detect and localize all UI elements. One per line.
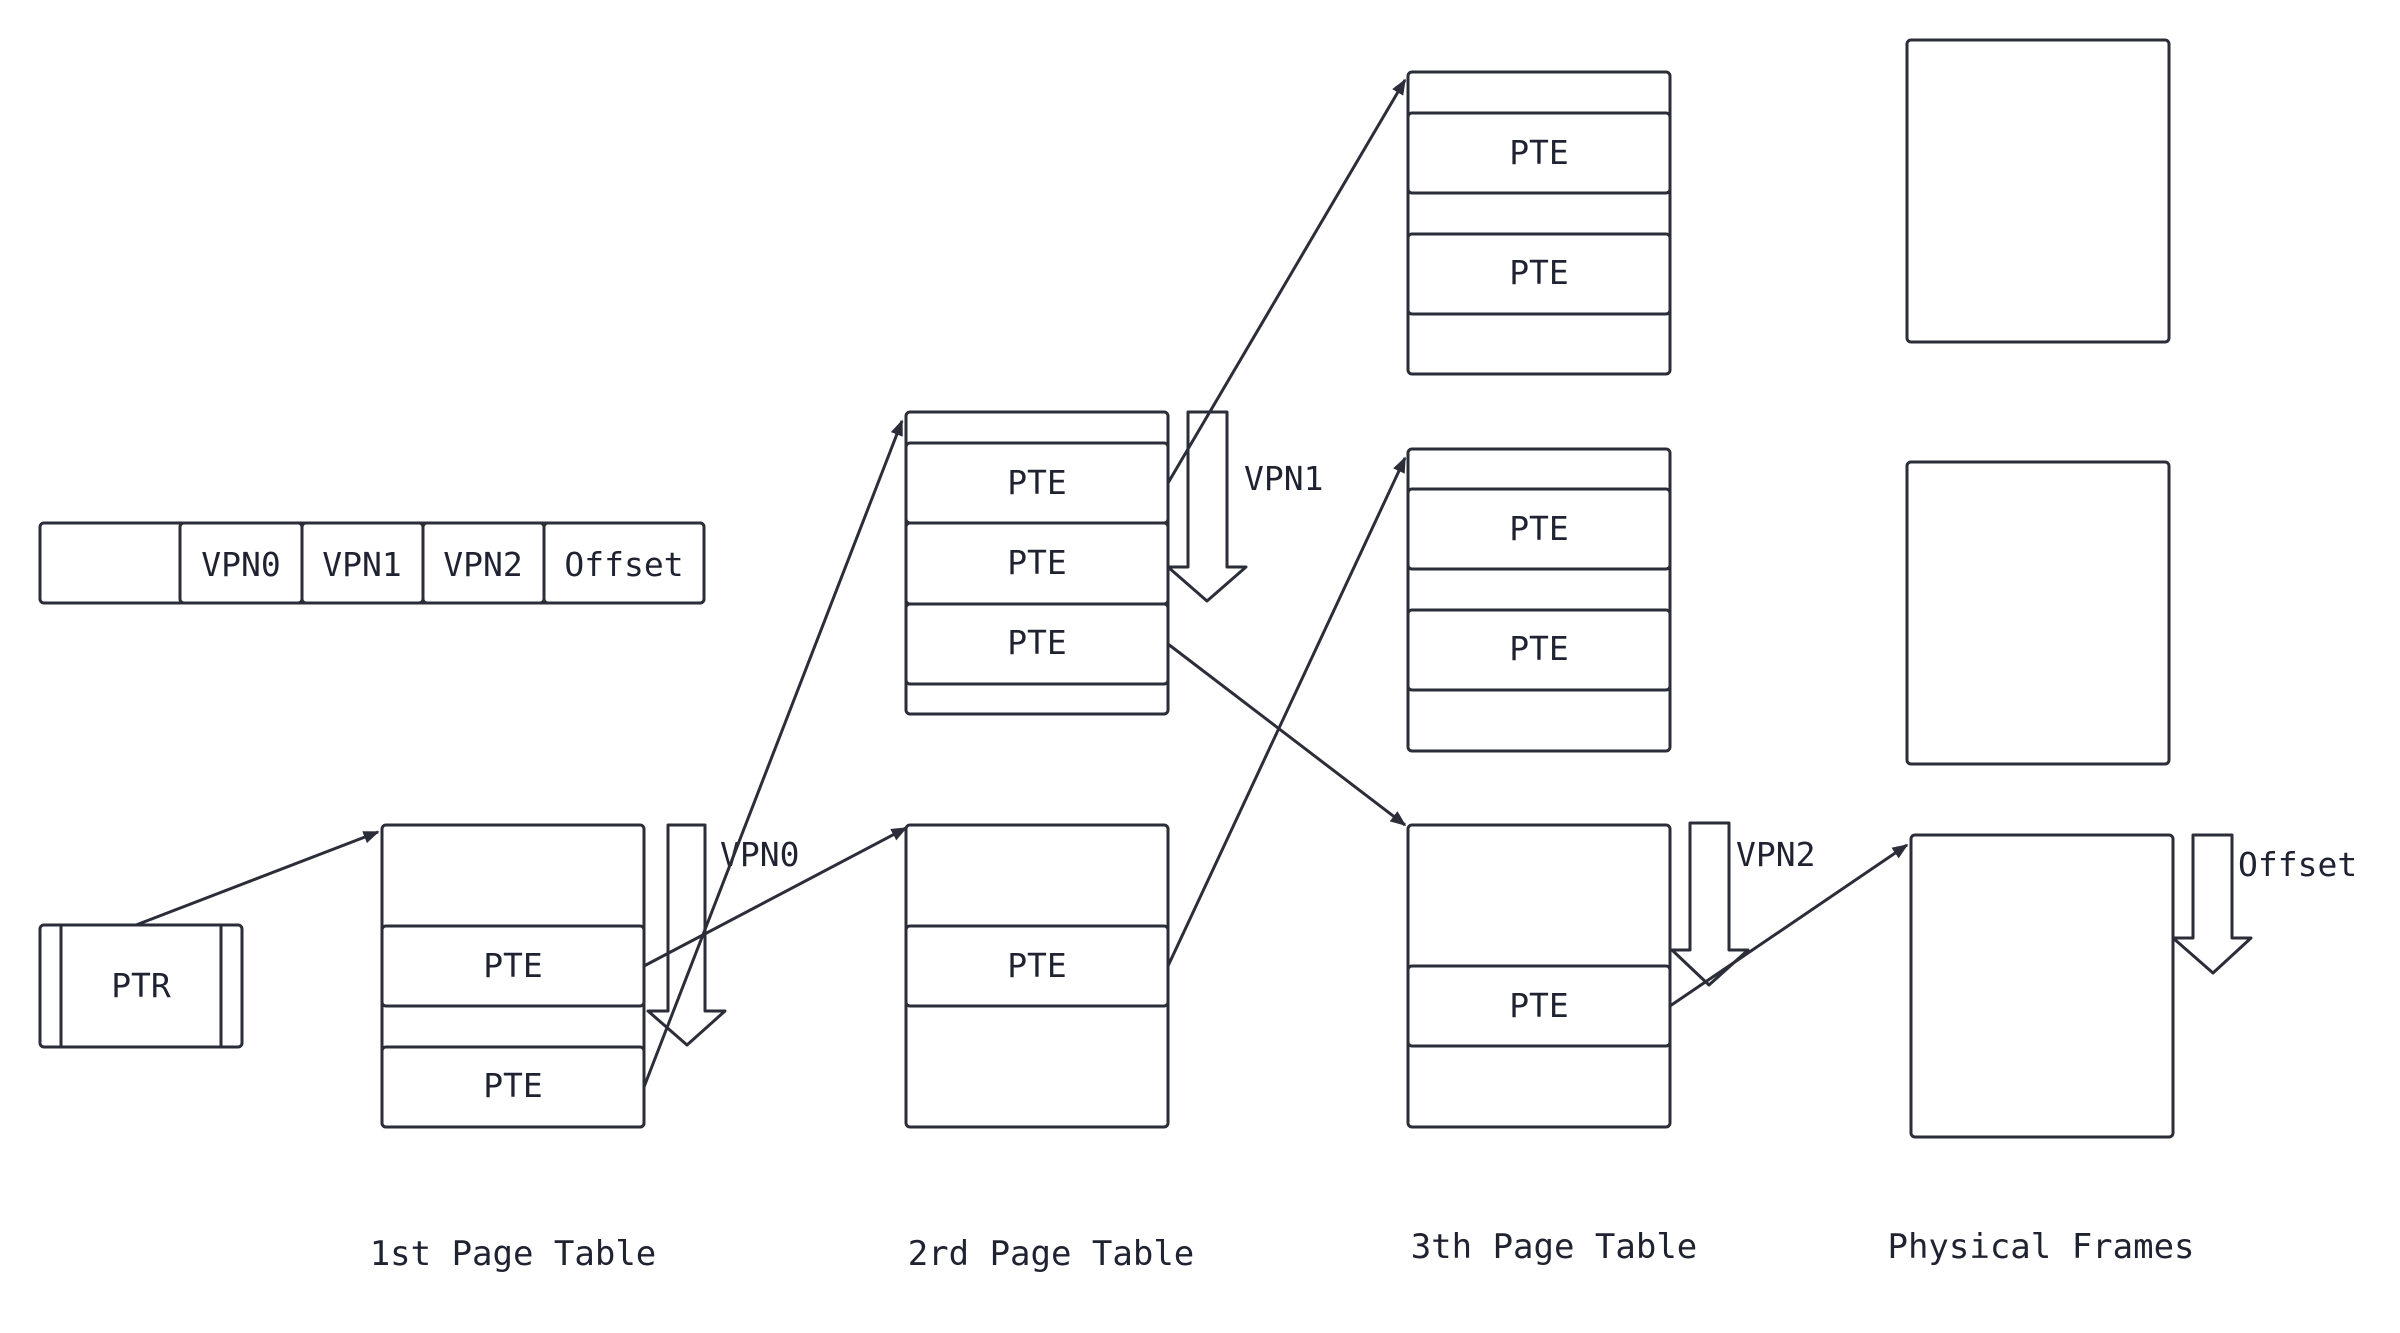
second-page-table-bottom: PTE [904, 823, 1170, 1129]
first-pte-to-second-bottom-arrow-icon [643, 826, 908, 968]
vpn1-index-label: VPN1 [1244, 459, 1323, 498]
physical-frames [1905, 38, 2175, 1139]
first-pte-to-second-top-arrow-icon [642, 419, 904, 1088]
vpn0-down-arrow-icon [646, 823, 727, 1047]
second-table-bottom-pte-label: PTE [1007, 946, 1067, 985]
vpn1-down-arrow-icon [1166, 410, 1248, 603]
third-table-middle-pte-1 [1406, 487, 1672, 571]
caption-first-page-table: 1st Page Table [370, 1234, 657, 1274]
physical-frame-1 [1905, 38, 2171, 344]
address-field-vpn2-label: VPN2 [443, 545, 522, 584]
third-pte-to-physical-frame-arrow-icon [1669, 843, 1909, 1008]
third-table-top-pte-2-label: PTE [1509, 253, 1569, 292]
index-arrows: VPN0 VPN1 VPN2 Offset [646, 410, 2357, 1047]
third-table-middle-pte-1-label: PTE [1509, 509, 1569, 548]
first-page-table: PTE PTE [380, 823, 646, 1129]
third-table-top-pte-1-label: PTE [1509, 133, 1569, 172]
offset-down-arrow-icon [2171, 833, 2253, 975]
first-table-pte-1-label: PTE [483, 946, 543, 985]
address-field-vpn0-label: VPN0 [201, 545, 280, 584]
address-field-offset [542, 521, 706, 605]
address-field-vpn1-label: VPN1 [322, 545, 401, 584]
address-field-offset-label: Offset [564, 545, 683, 584]
virtual-address: VPN0 VPN1 VPN2 Offset [38, 521, 706, 605]
second-top-pte-to-third-top-arrow-icon [1166, 78, 1407, 484]
vpn0-index-label: VPN0 [720, 835, 799, 874]
third-page-table-bottom: PTE [1406, 823, 1672, 1129]
third-table-middle-pte-2 [1406, 608, 1672, 692]
offset-index-label: Offset [2238, 845, 2357, 884]
second-top-pte-to-third-bottom-arrow-icon [1167, 642, 1407, 827]
second-bottom-pte-to-third-middle-arrow-icon [1166, 456, 1407, 967]
third-table-top-pte-1 [1406, 111, 1672, 195]
third-table-top-pte-2 [1406, 232, 1672, 316]
ptr-to-first-table-arrow-icon [135, 830, 380, 927]
second-table-top-pte-1-label: PTE [1007, 463, 1067, 502]
second-table-top-pte-3-label: PTE [1007, 623, 1067, 662]
second-page-table-top: PTE PTE PTE [904, 410, 1170, 716]
physical-frame-2 [1905, 460, 2171, 766]
third-page-table-middle: PTE PTE [1406, 447, 1672, 753]
third-table-bottom-pte-label: PTE [1509, 986, 1569, 1025]
caption-third-page-table: 3th Page Table [1411, 1227, 1698, 1267]
captions: 1st Page Table 2rd Page Table 3th Page T… [370, 1227, 2195, 1274]
ptr-box [38, 923, 244, 1049]
caption-second-page-table: 2rd Page Table [908, 1234, 1195, 1274]
ptr-register: PTR [38, 923, 244, 1049]
second-table-top-pte-2-label: PTE [1007, 543, 1067, 582]
physical-frame-3 [1909, 833, 2175, 1139]
third-table-middle-pte-2-label: PTE [1509, 629, 1569, 668]
vpn2-index-label: VPN2 [1736, 835, 1815, 874]
first-table-pte-2-label: PTE [483, 1066, 543, 1105]
caption-physical-frames: Physical Frames [1887, 1227, 2194, 1267]
connector-arrows [135, 78, 1909, 1088]
ptr-label: PTR [111, 966, 171, 1005]
third-page-table-top: PTE PTE [1406, 70, 1672, 376]
